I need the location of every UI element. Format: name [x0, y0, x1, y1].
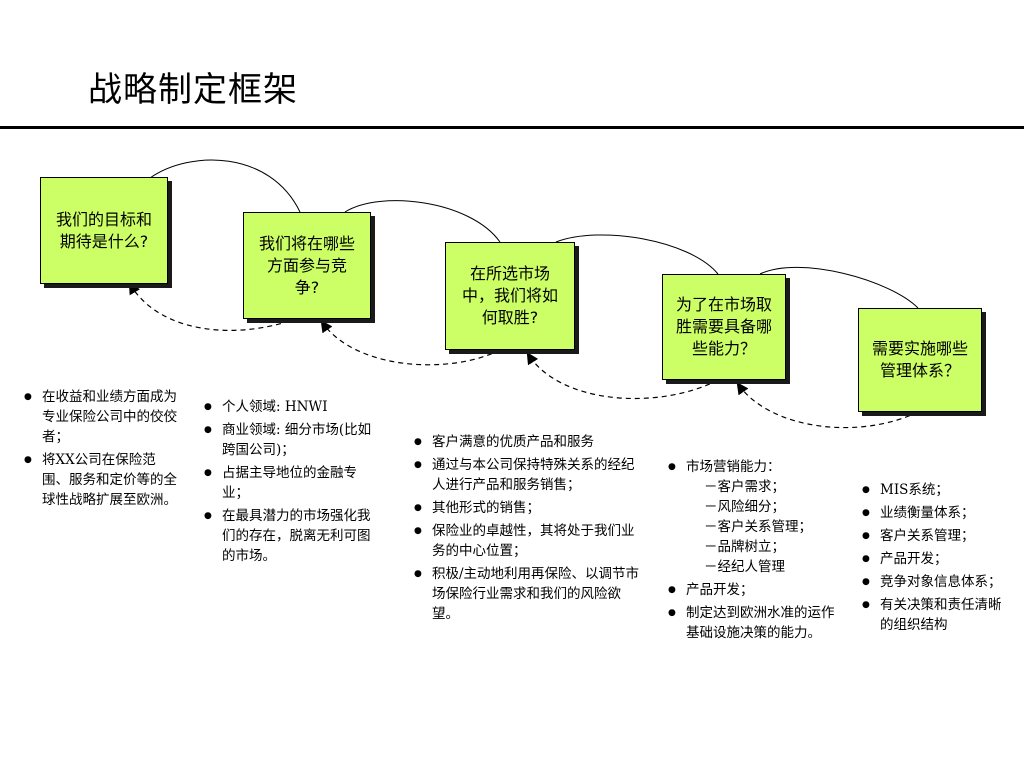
list-item: 产品开发；: [862, 549, 1008, 569]
list-item-text: 市场营销能力：: [686, 459, 781, 475]
list-item: 占据主导地位的金融专业；: [204, 463, 380, 503]
list-item: 产品开发；: [668, 580, 844, 600]
forward-arc-4: [759, 266, 919, 309]
bullet-column-goals: 在收益和业绩方面成为专业保险公司中的佼佼者； 将XX公司在保险范围、服务和定价等…: [24, 387, 182, 513]
forward-arc-3: [555, 234, 719, 275]
list-item: 其他形式的销售；: [414, 498, 642, 518]
sub-item: －品牌树立；: [704, 539, 785, 555]
list-item: 将XX公司在保险范围、服务和定价等的全球性战略扩展至欧洲。: [24, 450, 182, 510]
list-item: 个人领域: HNWI: [204, 397, 380, 417]
forward-arc-2: [344, 200, 501, 243]
forward-arc-1: [149, 159, 301, 213]
list-item: 业绩衡量体系；: [862, 503, 1008, 523]
feedback-arc-2: [320, 320, 501, 366]
list-item: 保险业的卓越性，其将处于我们业务的中心位置；: [414, 521, 642, 561]
sub-item: －客户需求；: [704, 479, 785, 495]
step-label: 我们将在哪些方面参与竞争?: [258, 233, 355, 297]
sub-item: －风险细分；: [704, 499, 785, 515]
page-title: 战略制定框架: [88, 70, 298, 110]
list-item: 在收益和业绩方面成为专业保险公司中的佼佼者；: [24, 387, 182, 447]
list-item: 客户满意的优质产品和服务: [414, 432, 642, 452]
list-item: 通过与本公司保持特殊关系的经纪人进行产品和服务销售；: [414, 455, 642, 495]
title-divider: [0, 126, 1024, 129]
bullet-column-win: 客户满意的优质产品和服务 通过与本公司保持特殊关系的经纪人进行产品和服务销售； …: [414, 432, 642, 627]
list-item: 商业领域: 细分市场(比如跨国公司)；: [204, 420, 380, 460]
step-box-goals: 我们的目标和期待是什么?: [40, 177, 168, 284]
bullet-column-compete: 个人领域: HNWI 商业领域: 细分市场(比如跨国公司)； 占据主导地位的金融…: [204, 397, 380, 569]
bullet-column-capabilities: 市场营销能力： －客户需求； －风险细分； －客户关系管理； －品牌树立； －经…: [668, 457, 844, 646]
list-item: 客户关系管理；: [862, 526, 1008, 546]
sub-item: －经纪人管理: [704, 559, 785, 575]
list-item: 积极/主动地利用再保险、以调节市场保险行业需求和我们的风险欲望。: [414, 564, 642, 624]
list-item: 在最具潜力的市场强化我们的存在，脱离无利可图的市场。: [204, 506, 380, 566]
list-item: 制定达到欧洲水准的运作基础设施决策的能力。: [668, 603, 844, 643]
bullet-column-systems: MIS系统； 业绩衡量体系； 客户关系管理； 产品开发； 竞争对象信息体系； 有…: [862, 480, 1008, 638]
step-box-capabilities: 为了在市场取胜需要具备哪些能力？: [662, 274, 786, 380]
feedback-arc-4: [736, 382, 919, 429]
step-label: 我们的目标和期待是什么?: [55, 209, 152, 251]
step-box-management-systems: 需要实施哪些管理体系？: [858, 308, 982, 412]
list-item: MIS系统；: [862, 480, 1008, 500]
step-label: 在所选市场中，我们将如何取胜?: [461, 264, 558, 327]
step-box-where-compete: 我们将在哪些方面参与竞争?: [243, 212, 371, 319]
step-box-how-win: 在所选市场中，我们将如何取胜?: [445, 242, 575, 350]
step-label: 为了在市场取胜需要具备哪些能力？: [675, 295, 772, 358]
list-item: 有关决策和责任清晰的组织结构: [862, 595, 1008, 635]
feedback-arc-3: [526, 351, 719, 400]
list-item: 竞争对象信息体系；: [862, 572, 1008, 592]
step-label: 需要实施哪些管理体系？: [871, 339, 968, 380]
list-item: 市场营销能力： －客户需求； －风险细分； －客户关系管理； －品牌树立； －经…: [668, 457, 844, 577]
sub-item: －客户关系管理；: [704, 519, 812, 535]
feedback-arc-1: [128, 281, 299, 331]
